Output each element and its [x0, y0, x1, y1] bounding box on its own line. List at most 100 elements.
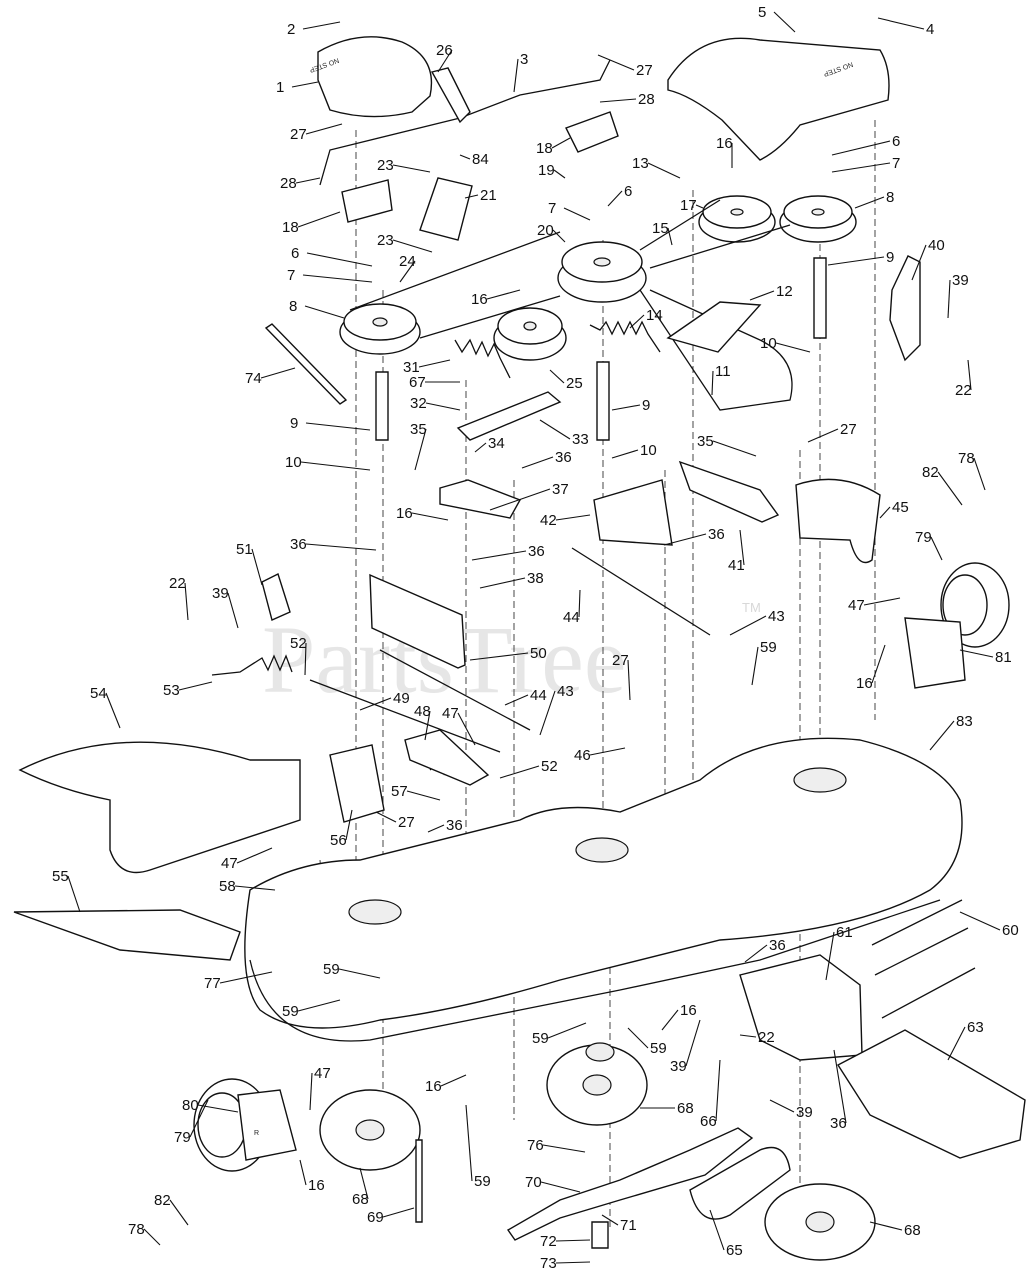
leader-line-c59e	[627, 1027, 649, 1049]
callout-59: 59	[474, 1173, 491, 1190]
leader-line-c6a	[831, 140, 891, 156]
leader-line-c3	[513, 58, 519, 93]
leader-line-c56	[345, 809, 353, 841]
wheel-bracket-left	[237, 1089, 297, 1161]
callout-12: 12	[776, 283, 793, 300]
leader-line-c16b	[486, 289, 521, 300]
idler-arm	[456, 391, 562, 441]
callout-16: 16	[856, 675, 873, 692]
callout-60: 60	[1002, 922, 1019, 939]
callout-28: 28	[638, 91, 655, 108]
callout-23: 23	[377, 157, 394, 174]
callout-40: 40	[928, 237, 945, 254]
leader-line-c39c	[685, 1019, 701, 1067]
callout-56: 56	[330, 832, 347, 849]
blade-adapter-left	[319, 1089, 421, 1171]
callout-59: 59	[282, 1003, 299, 1020]
callout-44: 44	[563, 609, 580, 626]
callout-59: 59	[323, 961, 340, 978]
callout-36: 36	[830, 1115, 847, 1132]
lift-rod	[319, 59, 611, 186]
leader-line-c16c	[411, 512, 449, 521]
deck-roller	[689, 1146, 791, 1220]
callout-55: 55	[52, 868, 69, 885]
callout-68: 68	[904, 1222, 921, 1239]
callout-2: 2	[287, 21, 295, 38]
leader-line-c16f	[440, 1074, 467, 1087]
callout-71: 71	[620, 1217, 637, 1234]
leader-line-c82a	[937, 471, 963, 506]
belt-upper	[349, 199, 791, 339]
callout-27: 27	[840, 421, 857, 438]
callout-24: 24	[399, 253, 416, 270]
leader-line-c39d	[769, 1099, 795, 1113]
leader-line-c28b	[599, 98, 637, 103]
leader-line-c59f	[465, 1104, 473, 1182]
leader-line-c79a	[930, 536, 943, 561]
callout-50: 50	[530, 645, 547, 662]
callout-68: 68	[352, 1191, 369, 1208]
callout-54: 54	[90, 685, 107, 702]
leader-line-c83	[929, 720, 955, 751]
leader-line-c27d	[627, 659, 631, 701]
callout-27: 27	[398, 814, 415, 831]
leader-line-c10a	[775, 342, 811, 353]
callout-52: 52	[290, 635, 307, 652]
leader-line-c8a	[854, 196, 885, 209]
leader-line-c79b	[189, 1099, 209, 1138]
leader-line-c61	[825, 931, 835, 981]
leader-line-c22c	[739, 1034, 757, 1038]
callout-5: 5	[758, 4, 766, 21]
wheel-bracket-right	[904, 617, 966, 689]
leader-line-c35b	[712, 440, 757, 457]
callout-47: 47	[221, 855, 238, 872]
lift-link-rod-lower	[379, 649, 531, 731]
callout-48: 48	[414, 703, 431, 720]
callout-70: 70	[525, 1174, 542, 1191]
callout-83: 83	[956, 713, 973, 730]
spindle-hole-left	[348, 899, 402, 925]
leader-line-c13	[647, 162, 681, 179]
leader-line-c68c	[869, 1221, 903, 1231]
callout-7: 7	[892, 155, 900, 172]
callout-53: 53	[163, 682, 180, 699]
callout-59: 59	[532, 1030, 549, 1047]
callout-51: 51	[236, 541, 253, 558]
leader-line-c59b	[338, 968, 381, 979]
spindle-left	[375, 371, 389, 441]
deck-skirt	[249, 899, 941, 1042]
callout-10: 10	[760, 335, 777, 352]
leader-line-c23b	[392, 239, 433, 253]
callout-82: 82	[154, 1192, 171, 1209]
callout-78: 78	[958, 450, 975, 467]
leader-line-c84	[459, 154, 471, 160]
lift-bracket	[593, 479, 673, 546]
chute-spring	[211, 654, 293, 676]
leader-line-c78b	[143, 1228, 161, 1246]
callout-59: 59	[760, 639, 777, 656]
leader-line-c60	[959, 911, 1001, 931]
callout-47: 47	[314, 1065, 331, 1082]
blade-nut-stack	[591, 1221, 609, 1249]
callout-80: 80	[182, 1097, 199, 1114]
leader-line-c7c	[302, 274, 373, 283]
leader-line-c8b	[304, 305, 345, 319]
leader-line-c76	[542, 1144, 586, 1153]
discharge-chute	[18, 741, 301, 874]
callout-21: 21	[480, 187, 497, 204]
leader-line-c81	[959, 649, 994, 658]
callout-27: 27	[290, 126, 307, 143]
callout-81: 81	[995, 649, 1012, 666]
leader-line-c7b	[563, 207, 591, 221]
callout-35: 35	[410, 421, 427, 438]
leader-line-c42	[555, 514, 591, 521]
leader-line-c5	[773, 11, 796, 33]
callout-79: 79	[174, 1129, 191, 1146]
leader-line-c57	[406, 790, 441, 801]
callout-58: 58	[219, 878, 236, 895]
callout-41: 41	[728, 557, 745, 574]
callout-37: 37	[552, 481, 569, 498]
leader-line-c16d	[871, 644, 886, 684]
callout-4: 4	[926, 21, 934, 38]
callout-9: 9	[290, 415, 298, 432]
